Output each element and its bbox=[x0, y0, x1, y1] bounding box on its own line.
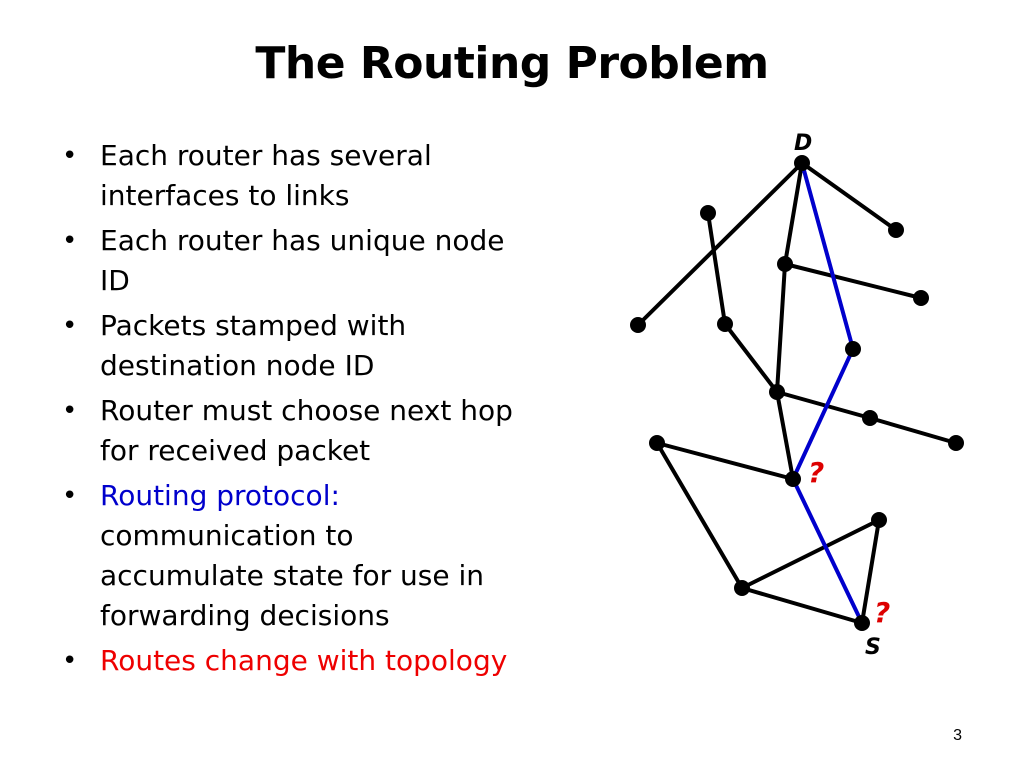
link bbox=[800, 161, 898, 232]
link bbox=[706, 211, 727, 326]
bullet-item-6: • Routes change with topology bbox=[62, 641, 562, 681]
routing-protocol-term: Routing protocol: bbox=[100, 479, 340, 512]
bullet-marker: • bbox=[62, 226, 78, 256]
router-node bbox=[948, 435, 964, 451]
destination-label: D bbox=[794, 131, 812, 156]
route-path bbox=[790, 161, 864, 625]
router-node bbox=[862, 410, 878, 426]
link bbox=[723, 322, 779, 394]
link bbox=[860, 518, 881, 625]
link bbox=[740, 518, 881, 590]
bullet-marker: • bbox=[62, 311, 78, 341]
router-node bbox=[888, 222, 904, 238]
link bbox=[775, 390, 795, 481]
question-mark-label: ? bbox=[808, 456, 824, 489]
router-node bbox=[871, 512, 887, 528]
link bbox=[775, 262, 787, 394]
bullet-marker: • bbox=[62, 481, 78, 511]
router-node bbox=[769, 384, 785, 400]
bullet-marker: • bbox=[62, 646, 78, 676]
page-number: 3 bbox=[953, 727, 962, 744]
question-mark-label: ? bbox=[874, 596, 890, 629]
router-node-decision bbox=[785, 471, 801, 487]
link bbox=[740, 586, 864, 625]
link bbox=[636, 161, 804, 327]
link bbox=[783, 161, 804, 266]
nodes bbox=[630, 155, 964, 631]
router-node bbox=[845, 341, 861, 357]
router-node bbox=[777, 256, 793, 272]
slide-title: The Routing Problem bbox=[255, 38, 769, 89]
bullet-text: Routes change with topology bbox=[100, 644, 508, 677]
link bbox=[775, 390, 872, 420]
router-node bbox=[630, 317, 646, 333]
router-node bbox=[700, 205, 716, 221]
link bbox=[868, 416, 958, 445]
link bbox=[655, 441, 744, 590]
source-label: S bbox=[865, 635, 881, 660]
router-node bbox=[913, 290, 929, 306]
link bbox=[783, 262, 923, 300]
link bbox=[655, 441, 795, 481]
router-node bbox=[734, 580, 750, 596]
bullet-marker: • bbox=[62, 396, 78, 426]
router-node bbox=[649, 435, 665, 451]
router-node-destination bbox=[794, 155, 810, 171]
bullet-marker: • bbox=[62, 141, 78, 171]
router-node-source bbox=[854, 615, 870, 631]
route-line bbox=[790, 161, 864, 625]
links bbox=[636, 161, 958, 625]
router-node bbox=[717, 316, 733, 332]
